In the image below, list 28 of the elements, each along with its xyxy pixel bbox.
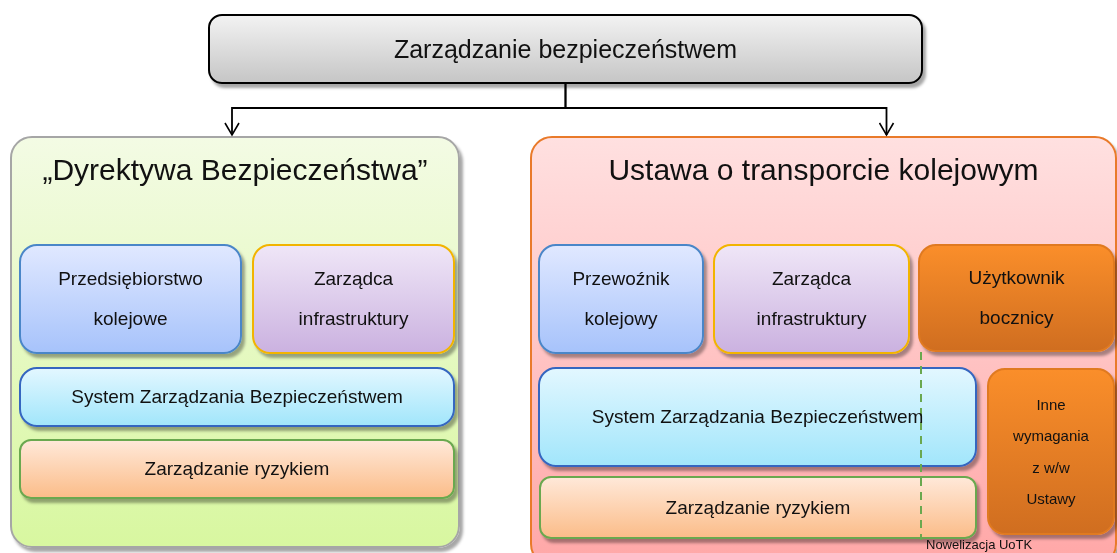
arrow: [564, 83, 895, 136]
container-panel: [10, 136, 460, 548]
process-box: [19, 439, 455, 499]
box-label: Przedsiębiorstwo kolejowe: [57, 267, 204, 331]
box-label: Zarządca infrastruktury: [297, 267, 410, 331]
process-box: [539, 476, 977, 539]
entity-box: [19, 244, 242, 354]
entity-box: [713, 244, 910, 354]
title-box: [208, 14, 923, 84]
note-label: Nowelizacja UoTK: [926, 537, 1033, 552]
container-panel: [530, 136, 1117, 553]
entity-box: [252, 244, 455, 354]
panel-heading: „Dyrektywa Bezpieczeństwa”: [42, 152, 428, 188]
box-label: Zarządzanie bezpieczeństwem: [393, 34, 738, 64]
note-box: [987, 368, 1115, 535]
box-label: System Zarządzania Bezpieczeństwem: [591, 405, 924, 430]
box-label: Użytkownik bocznicy: [967, 266, 1066, 330]
box-label: Przewoźnik kolejowy: [571, 267, 671, 331]
box-label: System Zarządzania Bezpieczeństwem: [71, 385, 403, 410]
entity-box: [538, 244, 704, 354]
system-box: [19, 367, 455, 427]
panel-heading: Ustawa o transporcie kolejowym: [608, 152, 1039, 188]
box-label: Zarządzanie ryzykiem: [665, 495, 851, 520]
box-label: Zarządca infrastruktury: [755, 267, 868, 331]
entity-box: [918, 244, 1115, 352]
system-box: [538, 367, 977, 467]
box-label: Zarządzanie ryzykiem: [144, 457, 330, 482]
box-label: Inne wymagania z w/w Ustawy: [1013, 394, 1089, 509]
